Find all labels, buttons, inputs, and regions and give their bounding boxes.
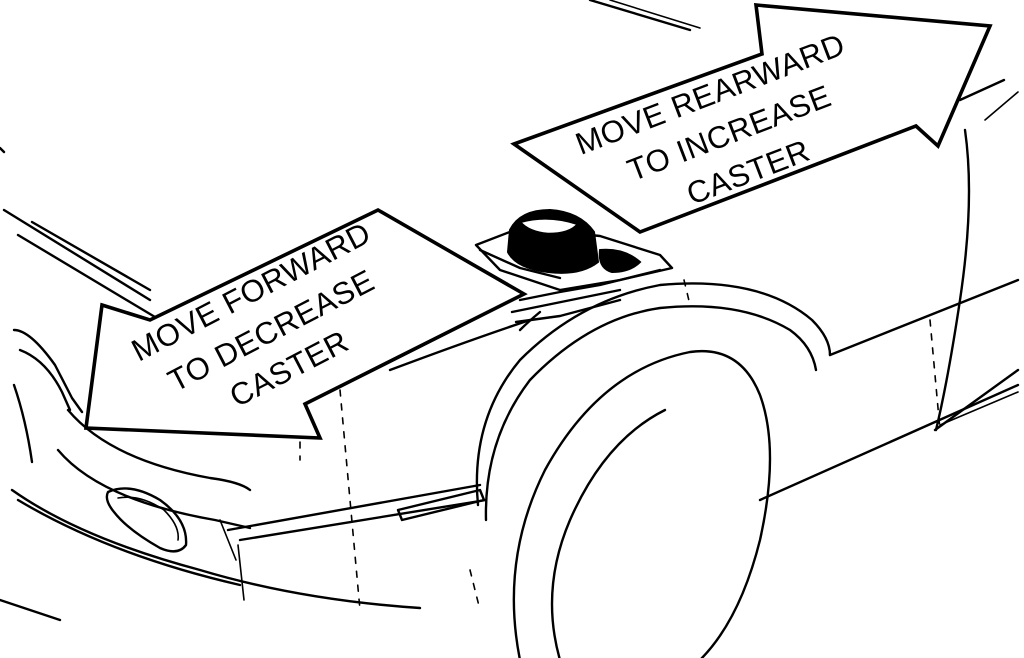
strut-mount-assembly xyxy=(474,208,674,332)
rearward-arrow-shape xyxy=(510,3,993,235)
forward-arrow: MOVE FORWARD TO DECREASE CASTER xyxy=(83,207,528,440)
rearward-arrow: MOVE REARWARD TO INCREASE CASTER xyxy=(510,3,993,235)
forward-arrow-shape xyxy=(83,207,528,440)
